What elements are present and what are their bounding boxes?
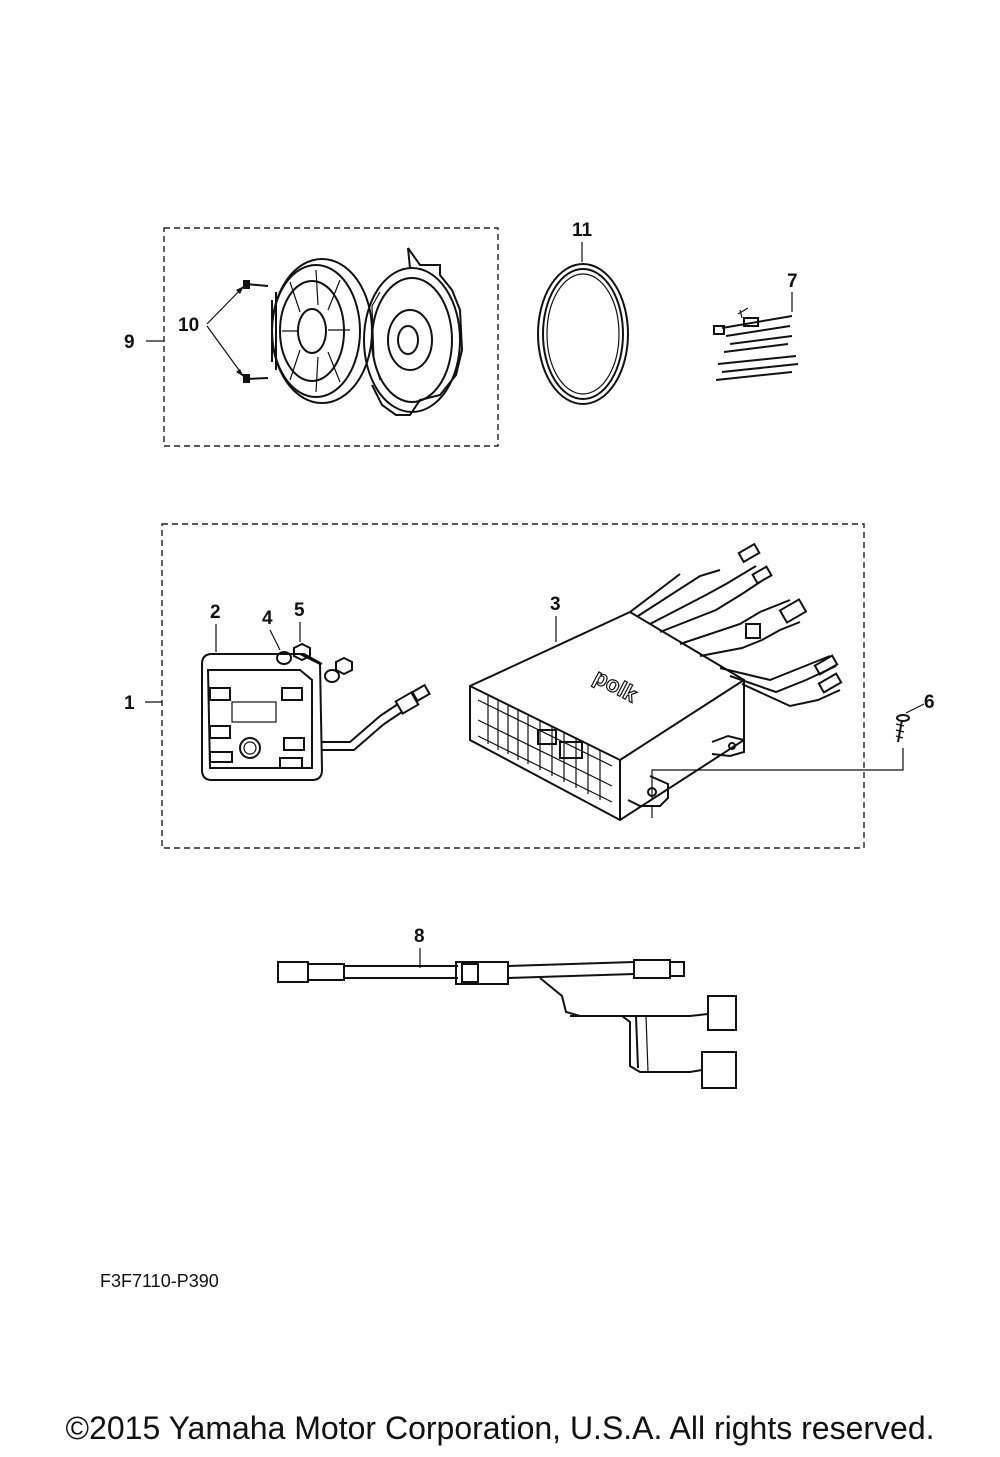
callout-9: 9 <box>124 332 135 353</box>
head-unit-control-panel <box>201 653 431 781</box>
speaker-gasket-ring: 11 <box>537 220 629 405</box>
speaker-group-dashed-box <box>163 227 499 447</box>
amp-brand-logo: polk <box>590 664 642 708</box>
small-wire-harness: 7 <box>713 271 799 381</box>
main-wire-harness: 8 <box>277 926 737 1089</box>
audio-group-dashed-box <box>161 523 865 849</box>
callout-8: 8 <box>414 926 425 947</box>
washer-icon <box>276 651 340 683</box>
callout-1: 1 <box>124 693 135 714</box>
screw-icon <box>895 714 910 743</box>
speaker-grille <box>271 258 373 404</box>
callout-3: 3 <box>550 594 561 615</box>
screw-icon <box>243 280 269 383</box>
callout-6: 6 <box>924 692 935 713</box>
callout-10: 10 <box>178 315 199 336</box>
speaker-driver <box>363 247 464 416</box>
audio-system-group: 1 2 4 5 <box>124 523 935 849</box>
callout-4: 4 <box>262 608 273 629</box>
callout-5: 5 <box>294 600 305 621</box>
callout-11: 11 <box>572 220 593 241</box>
nut-icon <box>293 642 353 676</box>
diagram-part-code: F3F7110-P390 <box>100 1271 219 1291</box>
callout-7: 7 <box>787 271 798 292</box>
copyright-notice: ©2015 Yamaha Motor Corporation, U.S.A. A… <box>65 1410 935 1446</box>
amplifier-unit: polk <box>469 542 843 822</box>
callout-2: 2 <box>210 602 221 623</box>
speaker-assembly-group: 9 10 <box>124 227 499 447</box>
